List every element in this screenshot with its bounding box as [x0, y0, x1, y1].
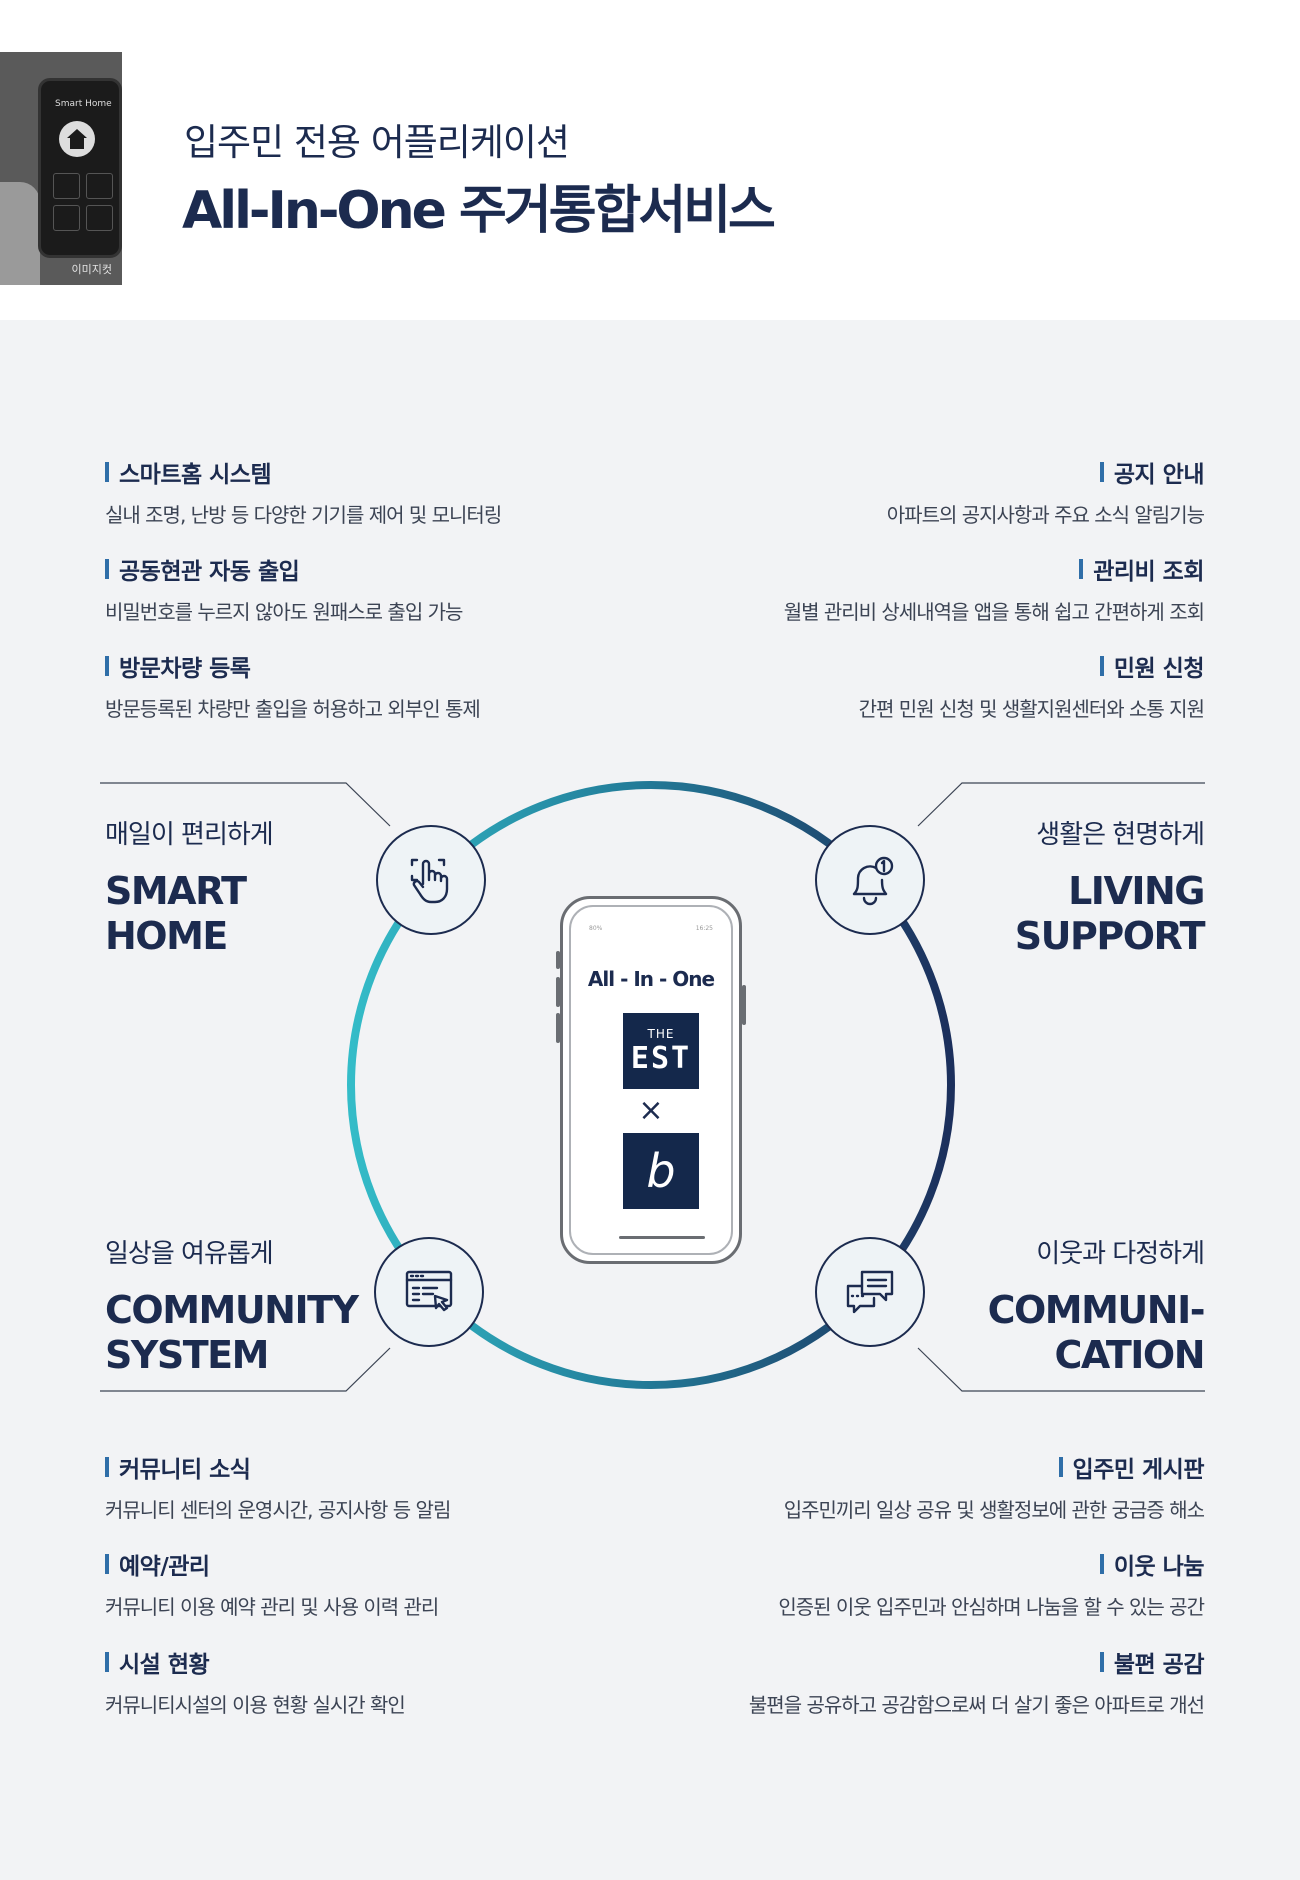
feature-facility-status: 시설 현황 커뮤니티시설의 이용 현황 실시간 확인 [105, 1645, 625, 1718]
feature-desc: 간편 민원 신청 및 생활지원센터와 소통 지원 [858, 697, 1205, 721]
feature-auto-entry: 공동현관 자동 출입 비밀번호를 누르지 않아도 원패스로 출입 가능 [105, 552, 625, 625]
feature-title: 예약/관리 [119, 1554, 210, 1580]
feature-desc: 커뮤니티 센터의 운영시간, 공지사항 등 알림 [105, 1498, 451, 1522]
accent-bar [105, 656, 109, 676]
feature-title: 스마트홈 시스템 [119, 462, 272, 488]
feature-smart-home-system: 스마트홈 시스템 실내 조명, 난방 등 다양한 기기를 제어 및 모니터링 [105, 455, 625, 528]
feature-community-news: 커뮤니티 소식 커뮤니티 센터의 운영시간, 공지사항 등 알림 [105, 1450, 625, 1523]
phone-status-bar: 80% 16:25 [589, 925, 713, 932]
category-title: COMMUNI- CATION [987, 1288, 1206, 1377]
accent-bar [105, 1457, 109, 1477]
feature-notice: 공지 안내 아파트의 공지사항과 주요 소식 알림기능 [684, 455, 1205, 528]
feature-civil-request: 민원 신청 간편 민원 신청 및 생활지원센터와 소통 지원 [684, 649, 1205, 722]
browser-click-icon [374, 1237, 484, 1347]
chat-bubbles-icon [815, 1237, 925, 1347]
page-title: All-In-One 주거통합서비스 [182, 181, 776, 241]
feature-title: 입주민 게시판 [1072, 1457, 1205, 1483]
touch-hand-icon [376, 825, 486, 935]
hand-shape [0, 182, 40, 285]
feature-desc: 커뮤니티시설의 이용 현황 실시간 확인 [105, 1693, 406, 1717]
feature-neighbor-sharing: 이웃 나눔 인증된 이웃 입주민과 안심하며 나눔을 할 수 있는 공간 [684, 1547, 1205, 1620]
page-subtitle: 입주민 전용 어플리케이션 [184, 121, 570, 164]
smart-home-photo: Smart Home 이미지컷 [0, 52, 122, 285]
b-logo: b [623, 1133, 699, 1209]
feature-title: 관리비 조회 [1093, 559, 1204, 585]
category-living-support: 생활은 현명하게 LIVING SUPPORT [884, 814, 1206, 959]
category-smart-home: 매일이 편리하게 SMART HOME [105, 814, 425, 959]
accent-bar [105, 559, 109, 579]
accent-bar [1058, 1457, 1063, 1477]
battery-status: 80% [589, 925, 603, 932]
feature-visitor-vehicle: 방문차량 등록 방문등록된 차량만 출입을 허용하고 외부인 통제 [105, 649, 625, 722]
feature-title: 공동현관 자동 출입 [119, 559, 300, 585]
category-subtitle: 생활은 현명하게 [1036, 820, 1205, 850]
feature-title: 불편 공감 [1113, 1652, 1205, 1678]
category-subtitle: 일상을 여유롭게 [105, 1239, 274, 1269]
accent-bar [1079, 559, 1084, 579]
photo-phone: Smart Home [38, 78, 122, 258]
accent-bar [1099, 1652, 1104, 1672]
category-subtitle: 매일이 편리하게 [105, 820, 274, 850]
service-ring [347, 781, 955, 1389]
category-subtitle: 이웃과 다정하게 [1036, 1239, 1205, 1269]
the-est-logo: THE EST [623, 1013, 699, 1089]
clock-status: 16:25 [695, 925, 713, 932]
bell-notification-icon [815, 825, 925, 935]
logo-the-text: THE [647, 1027, 675, 1041]
category-title: SMART HOME [105, 869, 247, 958]
feature-title: 시설 현황 [119, 1652, 210, 1678]
feature-desc: 인증된 이웃 입주민과 안심하며 나눔을 할 수 있는 공간 [778, 1595, 1205, 1619]
accent-bar [1099, 656, 1104, 676]
photo-phone-grid [53, 173, 113, 231]
feature-title: 공지 안내 [1113, 462, 1205, 488]
app-name: All - In - One [587, 967, 715, 991]
image-cut-label: 이미지컷 [71, 263, 112, 276]
feature-title: 커뮤니티 소식 [119, 1457, 251, 1483]
feature-inconvenience-share: 불편 공감 불편을 공유하고 공감함으로써 더 살기 좋은 아파트로 개선 [684, 1645, 1205, 1718]
home-indicator [619, 1236, 705, 1239]
photo-phone-title: Smart Home [55, 99, 112, 109]
header: Smart Home 이미지컷 입주민 전용 어플리케이션 All-In-One… [0, 0, 1300, 320]
feature-title: 이웃 나눔 [1113, 1554, 1205, 1580]
feature-desc: 아파트의 공지사항과 주요 소식 알림기능 [886, 503, 1205, 527]
category-community-system: 일상을 여유롭게 COMMUNITY SYSTEM [105, 1233, 425, 1378]
category-title: COMMUNITY SYSTEM [105, 1288, 359, 1377]
times-icon: × [638, 1093, 664, 1128]
category-communication: 이웃과 다정하게 COMMUNI- CATION [884, 1233, 1206, 1378]
feature-title: 민원 신청 [1113, 656, 1205, 682]
feature-desc: 커뮤니티 이용 예약 관리 및 사용 이력 관리 [105, 1595, 439, 1619]
feature-desc: 비밀번호를 누르지 않아도 원패스로 출입 가능 [105, 600, 463, 624]
feature-resident-board: 입주민 게시판 입주민끼리 일상 공유 및 생활정보에 관한 궁금증 해소 [684, 1450, 1205, 1523]
home-icon [59, 121, 95, 157]
category-title: LIVING SUPPORT [1014, 869, 1206, 958]
feature-title: 방문차량 등록 [119, 656, 251, 682]
accent-bar [105, 462, 109, 482]
feature-desc: 월별 관리비 상세내역을 앱을 통해 쉽고 간편하게 조회 [783, 600, 1205, 624]
feature-desc: 방문등록된 차량만 출입을 허용하고 외부인 통제 [105, 697, 481, 721]
feature-reservation: 예약/관리 커뮤니티 이용 예약 관리 및 사용 이력 관리 [105, 1547, 625, 1620]
phone-screen: 80% 16:25 All - In - One THE EST × b [569, 905, 733, 1255]
accent-bar [105, 1554, 109, 1574]
feature-desc: 실내 조명, 난방 등 다양한 기기를 제어 및 모니터링 [105, 503, 502, 527]
center-phone: 80% 16:25 All - In - One THE EST × b [556, 896, 746, 1264]
feature-management-fee: 관리비 조회 월별 관리비 상세내역을 앱을 통해 쉽고 간편하게 조회 [684, 552, 1205, 625]
accent-bar [105, 1652, 109, 1672]
accent-bar [1099, 1554, 1104, 1574]
accent-bar [1099, 462, 1104, 482]
logo-est-text: EST [630, 1041, 692, 1076]
feature-desc: 입주민끼리 일상 공유 및 생활정보에 관한 궁금증 해소 [783, 1498, 1205, 1522]
feature-desc: 불편을 공유하고 공감함으로써 더 살기 좋은 아파트로 개선 [748, 1693, 1205, 1717]
